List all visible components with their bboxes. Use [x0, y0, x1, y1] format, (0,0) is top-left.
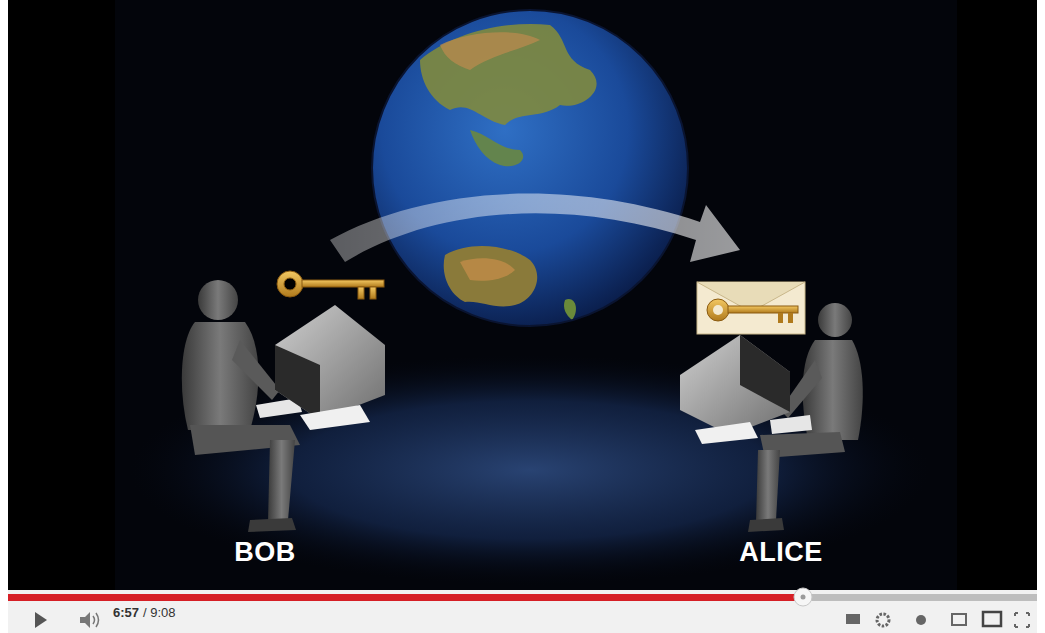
small-player-icon [952, 614, 966, 625]
progress-handle-dot [801, 595, 806, 600]
alice-computer [680, 335, 790, 444]
captions-icon [846, 614, 860, 624]
bob-figure [182, 280, 302, 532]
progress-track [8, 594, 1037, 601]
scene-background [115, 0, 957, 590]
progress-handle [794, 588, 812, 606]
transfer-arrow [330, 194, 740, 262]
bob-computer [275, 305, 385, 430]
fullscreen-icon [1015, 613, 1029, 627]
watch-later-icon [916, 615, 926, 625]
key-icon [277, 271, 384, 299]
current-time: 6:57 [113, 605, 139, 620]
person-label: ALICE [739, 537, 823, 568]
video-frame [8, 0, 1037, 590]
settings-icon [877, 614, 889, 626]
progress-played [8, 594, 803, 601]
play-button [35, 612, 47, 628]
total-time: / 9:08 [143, 605, 176, 620]
envelope-icon [697, 282, 805, 334]
person-label: BOB [234, 537, 296, 568]
volume-icon [80, 612, 90, 628]
globe [372, 10, 688, 326]
large-player-icon [983, 612, 1001, 626]
control-bar [8, 590, 1037, 633]
volume-waves [93, 613, 99, 627]
